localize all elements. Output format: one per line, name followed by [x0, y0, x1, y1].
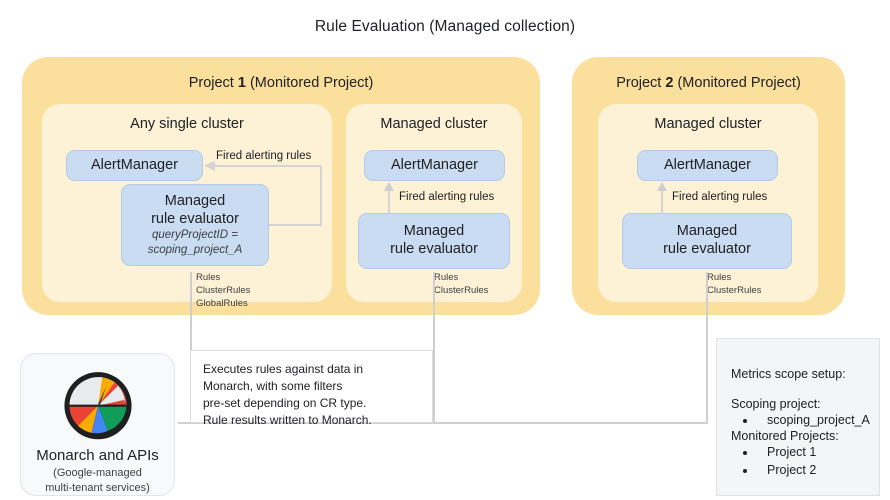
monarch-connector-1b-vertical	[433, 272, 435, 423]
fired-rules-connector-1b	[388, 188, 390, 214]
monitored-projects-list: Project 1 Project 2	[735, 443, 861, 479]
monitored-projects-label: Monitored Projects:	[731, 429, 839, 444]
scoping-project-label: Scoping project:	[731, 397, 821, 411]
project-2-title: Project 2 (Monitored Project)	[572, 75, 845, 91]
cluster-any-single-title: Any single cluster	[130, 116, 244, 132]
cluster-managed-2a-title: Managed cluster	[654, 116, 762, 132]
project-1-number: 1	[237, 75, 246, 91]
scoping-project-list: scoping_project_A	[735, 411, 870, 429]
cluster-managed-2a: Managed cluster	[598, 104, 818, 302]
rule-evaluator-query-1a: queryProjectID = scoping_project_A	[147, 229, 243, 256]
rule-evaluator-label-2a: Managed rule evaluator	[663, 223, 751, 257]
rules-caption-2a: Rules ClusterRules	[707, 272, 762, 296]
annotation-text: Executes rules against data in Monarch, …	[203, 362, 372, 428]
alertmanager-box-2a[interactable]: AlertManager	[637, 150, 778, 181]
fired-rules-connector-1a-vertical	[320, 166, 322, 226]
alertmanager-label-1b: AlertManager	[390, 156, 479, 173]
project-2-title-suffix: (Monitored Project)	[673, 75, 801, 91]
fired-rules-label-1b: Fired alerting rules	[399, 191, 495, 203]
project-2-title-prefix: Project	[616, 75, 666, 91]
rules-caption-1b: Rules ClusterRules	[434, 272, 489, 296]
alertmanager-box-1b[interactable]: AlertManager	[364, 150, 505, 181]
rule-evaluator-box-2a[interactable]: Managed rule evaluator	[622, 213, 792, 269]
rule-evaluator-box-1a[interactable]: Managed rule evaluator queryProjectID = …	[121, 184, 269, 266]
fired-rules-arrowhead-2a	[657, 181, 667, 191]
monarch-connector-1a-vertical	[190, 272, 192, 423]
scope-heading: Metrics scope setup:	[731, 367, 846, 381]
monarch-connector-horizontal	[178, 422, 708, 424]
fired-rules-connector-2a	[661, 188, 663, 214]
metrics-scope-panel: Metrics scope setup: Scoping project: sc…	[716, 338, 880, 496]
project-1-title-prefix: Project	[188, 75, 238, 91]
alertmanager-label-1a: AlertManager	[90, 156, 179, 173]
monarch-sublabel: (Google-managed multi-tenant services)	[45, 467, 150, 494]
fired-rules-label-2a: Fired alerting rules	[672, 191, 768, 203]
cluster-managed-1b: Managed cluster	[346, 104, 522, 302]
list-item: Project 2	[757, 461, 861, 479]
monarch-gauge-icon	[63, 372, 132, 440]
monarch-label: Monarch and APIs	[36, 447, 159, 465]
cluster-managed-1b-title: Managed cluster	[380, 116, 488, 132]
rule-evaluator-box-1b[interactable]: Managed rule evaluator	[358, 213, 510, 269]
fired-rules-arrowhead-1b	[384, 181, 394, 191]
page-title: Rule Evaluation (Managed collection)	[314, 18, 576, 35]
fired-rules-connector-1a-bottom	[269, 224, 322, 226]
annotation-box: Executes rules against data in Monarch, …	[190, 350, 433, 427]
rules-caption-1a: Rules ClusterRules GlobalRules	[196, 272, 251, 309]
monarch-node[interactable]: Monarch and APIs (Google-managed multi-t…	[20, 353, 175, 496]
rule-evaluator-label-1a: Managed rule evaluator	[151, 192, 239, 227]
alertmanager-box-1a[interactable]: AlertManager	[66, 150, 203, 181]
list-item: scoping_project_A	[757, 411, 870, 429]
project-1-title: Project 1 (Monitored Project)	[22, 75, 540, 91]
alertmanager-label-2a: AlertManager	[663, 156, 752, 173]
rule-evaluator-label-1b: Managed rule evaluator	[390, 223, 478, 257]
list-item: Project 1	[757, 443, 861, 461]
monarch-connector-2a-vertical	[706, 272, 708, 423]
fired-rules-label-1a: Fired alerting rules	[216, 150, 312, 162]
project-1-title-suffix: (Monitored Project)	[245, 75, 374, 91]
fired-rules-connector-1a-top	[213, 165, 321, 167]
fired-rules-arrowhead-1a	[204, 160, 215, 171]
project-2-number: 2	[665, 75, 674, 91]
